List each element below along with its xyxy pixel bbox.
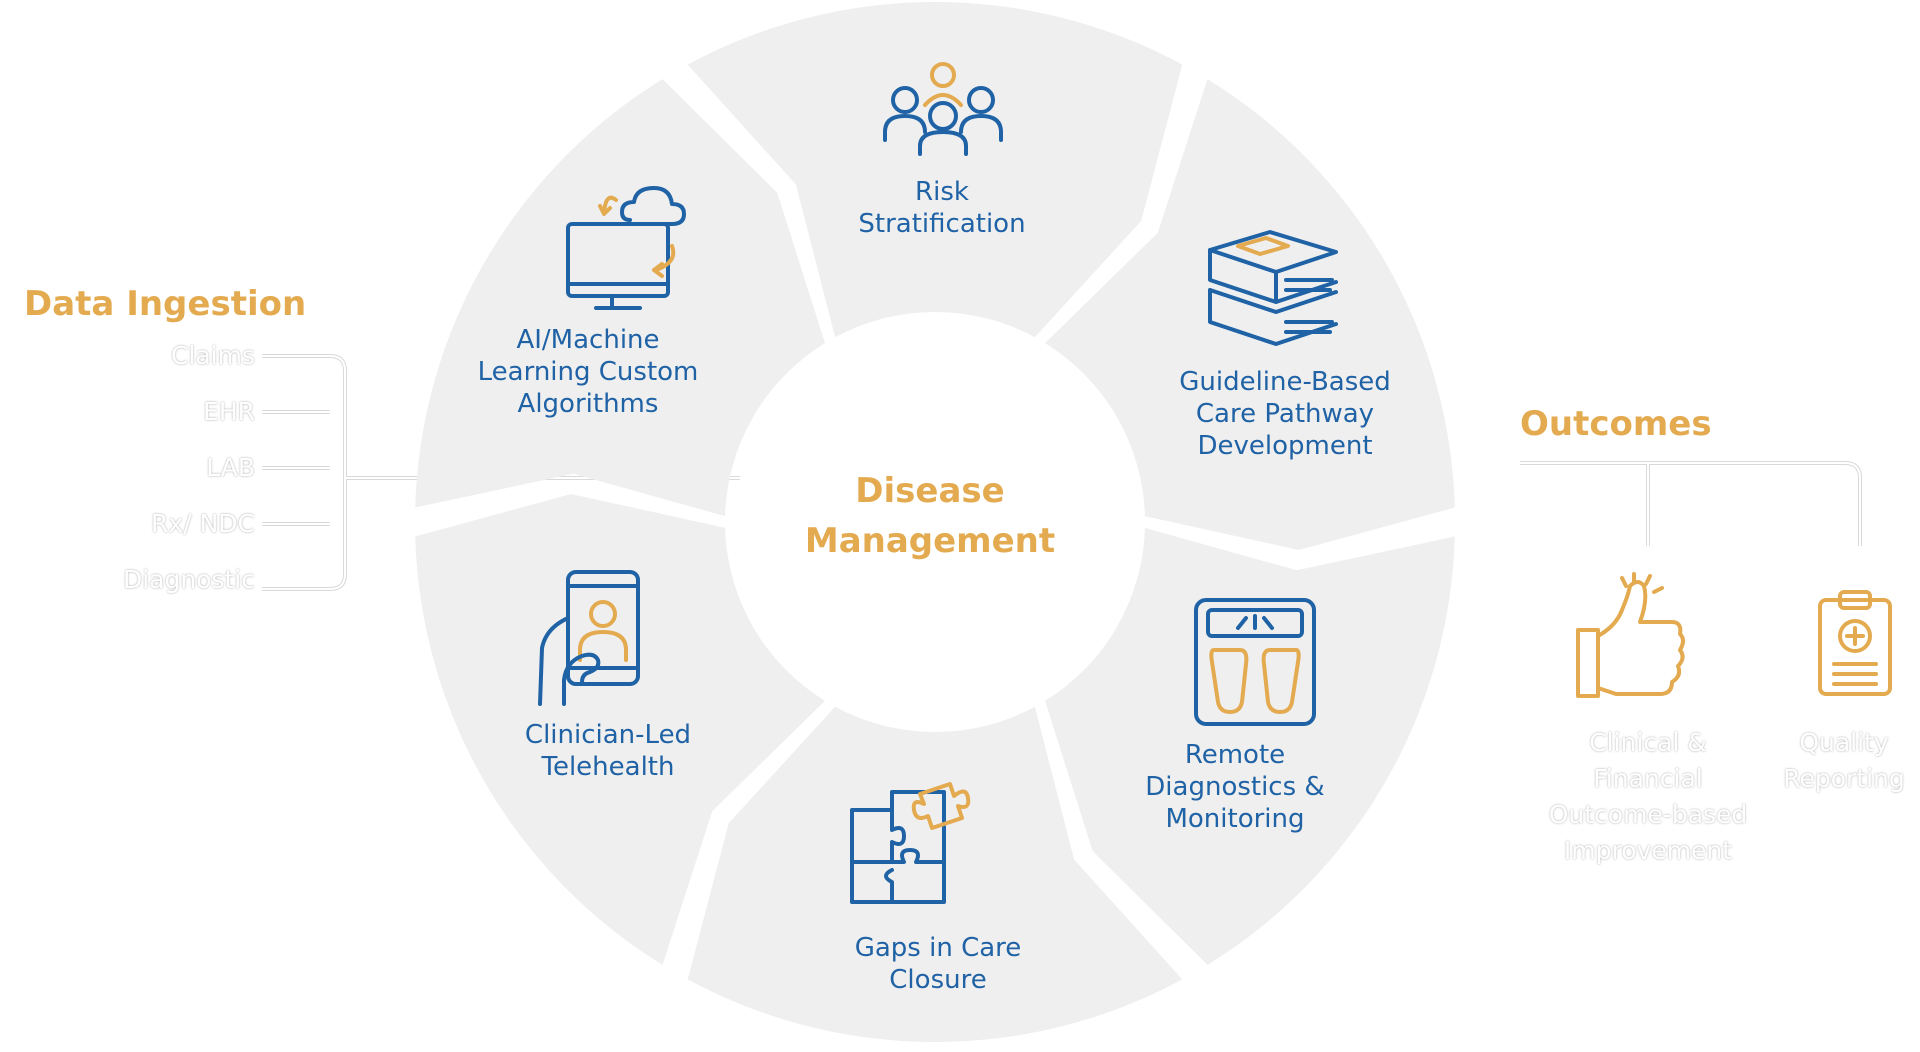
segment-label-line: Algorithms [517, 389, 659, 419]
outcomes-title: Outcomes [1520, 404, 1712, 444]
segment-label-line: Diagnostics & [1145, 772, 1325, 802]
segment-label-telehealth: Clinician-Led Telehealth [508, 719, 708, 783]
segment-label-line: Clinician-Led [524, 720, 692, 750]
segment-label-line: Remote [1184, 740, 1286, 770]
outcome-item-reporting: Quality Reporting [1774, 725, 1914, 797]
thumbs-up-icon [1576, 572, 1685, 698]
segment-label-gaps: Gaps in Care Closure [838, 932, 1038, 996]
segment-label-line: Closure [889, 965, 987, 995]
center-title: Disease Management [760, 466, 1100, 566]
outcome-label-line: Outcome-based [1548, 800, 1748, 829]
scale-icon [1194, 598, 1316, 726]
outcome-connectors [1520, 461, 1862, 546]
segment-gaps [687, 706, 1183, 1042]
clipboard-icon [1818, 590, 1892, 696]
segment-guideline [1045, 79, 1455, 551]
segment-label-line: Guideline-Based [1179, 367, 1391, 397]
segment-label-line: Care Pathway [1195, 399, 1375, 429]
segment-label-ai: AI/Machine Learning Custom Algorithms [468, 324, 708, 420]
center-title-line1: Disease [855, 471, 1005, 511]
source-claims: Claims [170, 341, 255, 370]
segment-telehealth [415, 493, 825, 965]
segment-label-line: AI/Machine [516, 325, 660, 355]
source-rx-ndc: Rx/ NDC [151, 509, 255, 538]
puzzle-icon [850, 782, 971, 904]
outcome-label-line: Reporting [1783, 764, 1905, 793]
outcome-connectors-inner [1520, 462, 1861, 546]
segment-label-line: Gaps in Care [854, 933, 1022, 963]
books-icon [1208, 230, 1338, 346]
center-title-line2: Management [804, 521, 1056, 561]
segment-label-line: Stratification [858, 209, 1026, 239]
people-group-icon [883, 62, 1003, 156]
outcome-label-line: Financial [1593, 764, 1703, 793]
segment-label-line: Development [1197, 431, 1373, 461]
segment-label-line: Learning Custom [477, 357, 699, 387]
source-lab: LAB [206, 453, 255, 482]
segment-remote [1045, 527, 1455, 965]
segment-label-risk: Risk Stratification [842, 176, 1042, 240]
outcome-label-line: Improvement [1563, 836, 1733, 865]
segment-label-remote: Remote Diagnostics & Monitoring [1120, 739, 1350, 835]
cloud-monitor-icon [566, 186, 686, 310]
segment-risk [687, 1, 1183, 338]
source-diagnostic: Diagnostic [122, 565, 255, 594]
segment-label-guideline: Guideline-Based Care Pathway Development [1160, 366, 1410, 462]
outcome-item-improvement: Clinical & Financial Outcome-based Impro… [1520, 725, 1776, 869]
outcome-label-line: Quality [1799, 728, 1889, 757]
outcome-label-line: Clinical & [1589, 728, 1707, 757]
phone-hand-icon [538, 570, 640, 706]
segment-label-line: Monitoring [1165, 804, 1305, 834]
data-ingestion-title: Data Ingestion [24, 284, 307, 324]
segment-label-line: Telehealth [541, 752, 675, 782]
segment-label-line: Risk [915, 177, 969, 207]
source-ehr: EHR [203, 397, 255, 426]
